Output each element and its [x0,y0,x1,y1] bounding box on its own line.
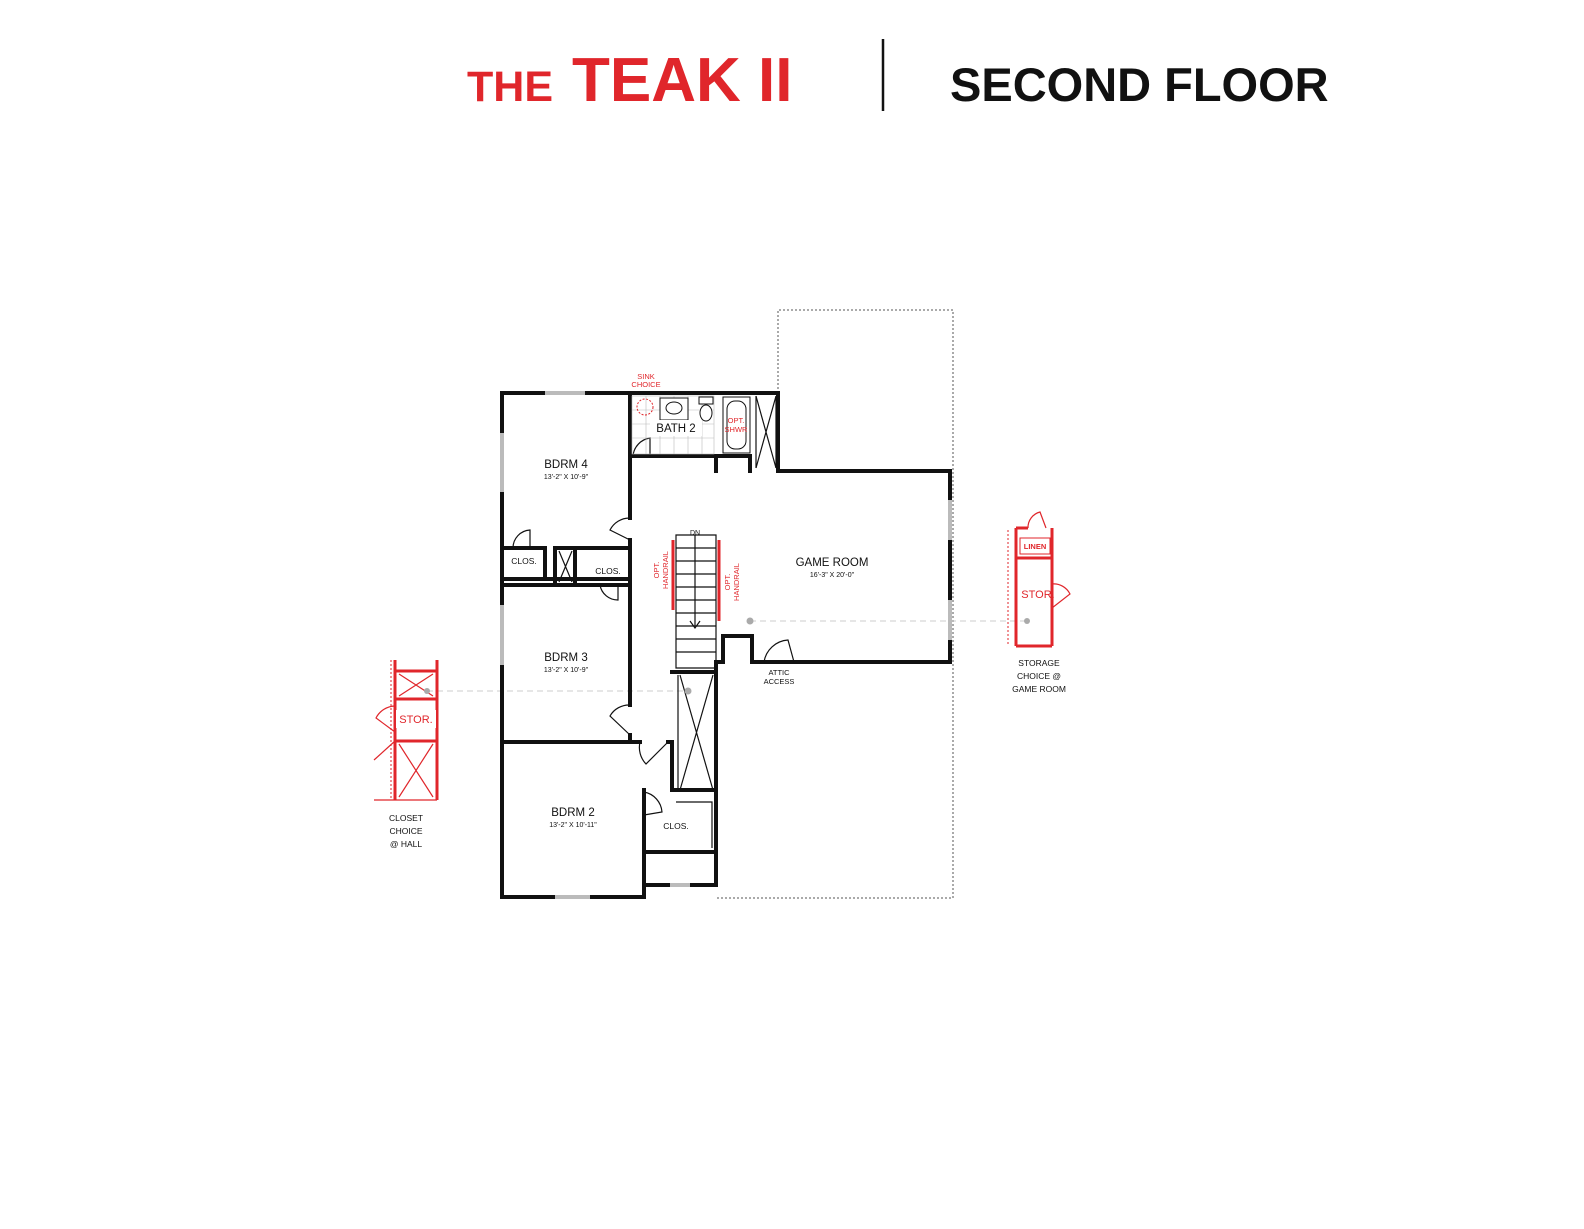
game-stor-label: STOR. [1021,589,1054,601]
option-storage-game: LINEN STOR. STORAGE CHOICE @ GAME ROOM [1007,511,1071,694]
room-name-game: GAME ROOM [796,557,869,569]
clos-label-bdrm2: CLOS. [663,821,689,831]
opt-handrail-left-line1: OPT. [652,562,661,579]
opt-handrail-right-line2: HANDRAIL [732,563,741,601]
hall-caption-line1: CLOSET [389,813,423,823]
room-name-bath2: BATH 2 [656,423,695,435]
opt-handrail-right-line1: OPT. [723,574,732,591]
opt-shwr-line2: SHWR [725,425,748,434]
opt-shower-label: OPT. SHWR [725,416,748,434]
hall-caption-line3: @ HALL [390,839,423,849]
sink-label-line1: SINK [637,372,655,381]
optional-handrails [671,540,721,621]
game-caption-line2: CHOICE @ [1017,671,1061,681]
room-bdrm4: BDRM 4 13'-2" X 10'-9" [544,459,589,481]
room-name-bdrm3: BDRM 3 [544,652,587,664]
lower-floor-outline [715,309,954,899]
hall-caption-line2: CHOICE [389,826,422,836]
clos-label-bdrm3: CLOS. [595,566,621,576]
doors [512,437,795,816]
room-size-game: 16'-3" X 20'-0" [810,572,855,579]
clos-label-bdrm4: CLOS. [511,556,537,566]
opt-handrail-right-label: OPT. HANDRAIL [723,563,741,601]
room-bdrm3: BDRM 3 13'-2" X 10'-9" [544,652,589,674]
room-name-bdrm2: BDRM 2 [551,807,594,819]
room-size-bdrm4: 13'-2" X 10'-9" [544,474,589,481]
title-model: TEAK II [572,46,792,115]
hall-stor-label: STOR. [399,714,432,726]
room-size-bdrm3: 13'-2" X 10'-9" [544,667,589,674]
game-caption-line1: STORAGE [1018,658,1060,668]
option-guides [427,620,1027,692]
room-size-bdrm2: 13'-2" X 10'-11" [549,822,597,829]
attic-access-label: ATTIC ACCESS [764,668,795,686]
opt-handrail-left-line2: HANDRAIL [661,551,670,589]
windows [500,391,952,899]
room-bath2: BATH 2 [650,420,702,436]
stair-down-label: DN [690,530,700,537]
attic-label-line1: ATTIC [768,668,790,677]
sink-label-line2: CHOICE [631,380,660,389]
sink-choice-label: SINK CHOICE [631,372,660,389]
bath-fixtures [631,395,751,455]
floor-label: SECOND FLOOR [950,58,1329,111]
option-closet-hall: STOR. CLOSET CHOICE @ HALL [373,660,439,849]
header: THE TEAK II SECOND FLOOR [467,39,1329,115]
game-caption-line3: GAME ROOM [1012,684,1066,694]
room-bdrm2: BDRM 2 13'-2" X 10'-11" [549,807,597,829]
opt-handrail-left-label: OPT. HANDRAIL [652,551,670,589]
exterior-walls [500,391,952,899]
game-linen-label: LINEN [1024,542,1047,551]
opt-shwr-line1: OPT. [728,416,745,425]
interior-walls [500,391,777,887]
room-game: GAME ROOM 16'-3" X 20'-0" [796,557,869,579]
room-name-bdrm4: BDRM 4 [544,459,588,471]
attic-label-line2: ACCESS [764,677,795,686]
title-prefix: THE [467,63,553,111]
